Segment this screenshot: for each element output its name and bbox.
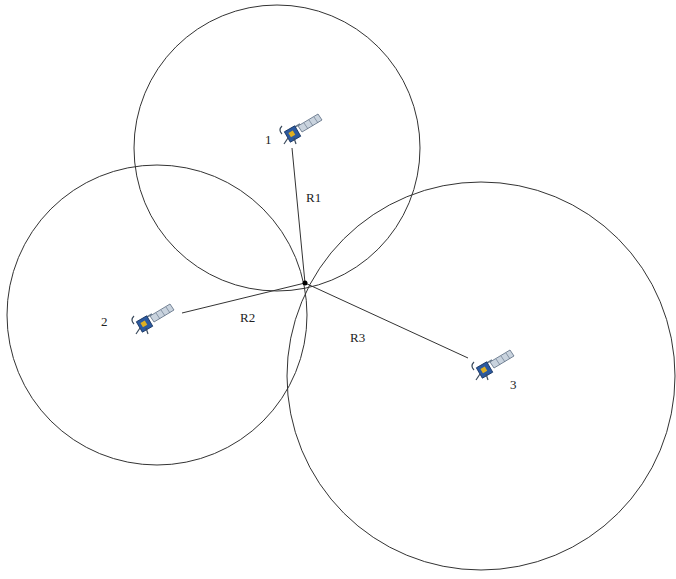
satellite-icon	[472, 350, 514, 380]
range-line	[305, 283, 468, 358]
range-label: R3	[350, 331, 365, 344]
range-line	[292, 148, 305, 283]
range-lines	[182, 148, 468, 358]
range-circle	[7, 165, 307, 465]
satellite-icon	[280, 114, 322, 144]
receiver-point	[303, 281, 308, 286]
range-label: R1	[306, 191, 321, 204]
satellite-number: 2	[101, 315, 108, 328]
range-label: R2	[240, 311, 255, 324]
range-circle	[287, 182, 675, 570]
range-circle	[134, 5, 420, 291]
satellite-number: 1	[265, 133, 272, 146]
satellite-icon	[132, 304, 174, 334]
satellite-number: 3	[510, 378, 517, 391]
range-circles	[7, 5, 675, 570]
range-line	[182, 283, 305, 313]
